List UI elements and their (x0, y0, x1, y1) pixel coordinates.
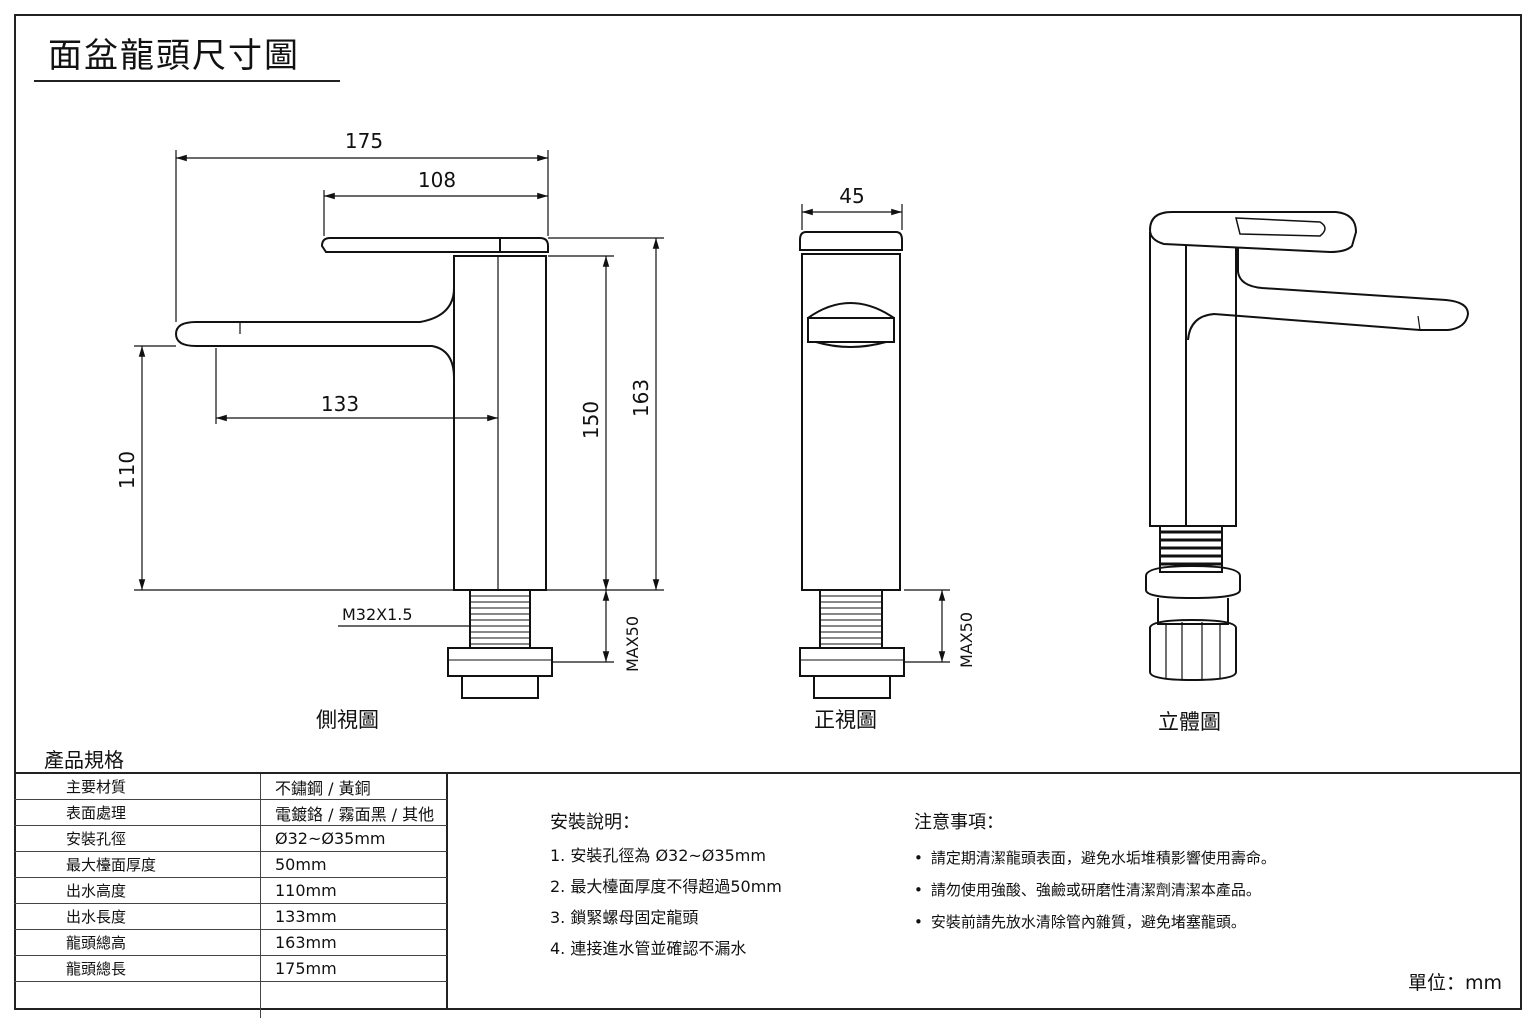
spec-label: 龍頭總長 (14, 955, 261, 982)
install-steps: 1. 安裝孔徑為 Ø32~Ø35mm 2. 最大檯面厚度不得超過50mm 3. … (550, 846, 782, 970)
list-item: 2. 最大檯面厚度不得超過50mm (550, 877, 782, 896)
spec-value: 50mm (260, 851, 447, 878)
list-item: 安裝前請先放水清除管內雜質，避免堵塞龍頭。 (914, 912, 1276, 944)
spec-value: 133mm (260, 903, 447, 930)
spec-label: 主要材質 (14, 774, 261, 800)
list-item: 請勿使用強酸、強鹼或研磨性清潔劑清潔本產品。 (914, 880, 1276, 912)
dim-body-height: 150 (579, 401, 603, 439)
list-item: 1. 安裝孔徑為 Ø32~Ø35mm (550, 846, 766, 865)
spec-heading: 產品規格 (44, 748, 124, 772)
side-dimensions (134, 150, 664, 663)
spec-value: 175mm (260, 955, 447, 982)
spec-value: 163mm (260, 929, 447, 956)
dim-total-height: 163 (629, 379, 653, 417)
page-title: 面盆龍頭尺寸圖 (48, 36, 300, 76)
side-view-label: 側視圖 (316, 708, 379, 732)
spec-label: 出水高度 (14, 877, 261, 904)
table-row (14, 981, 447, 1018)
front-dimensions (801, 204, 950, 663)
dim-total-length: 175 (345, 129, 383, 153)
dim-front-width: 45 (839, 184, 864, 208)
table-row: 主要材質不鏽鋼 / 黃銅 (14, 774, 447, 800)
dim-thread: M32X1.5 (342, 605, 413, 624)
spec-value: 不鏽鋼 / 黃銅 (260, 774, 447, 800)
list-item: 3. 鎖緊螺母固定龍頭 (550, 908, 699, 927)
front-view (799, 231, 905, 699)
spec-value: 電鍍鉻 / 霧面黑 / 其他 (260, 799, 447, 826)
spec-divider (14, 772, 1522, 774)
title-underline (34, 80, 340, 82)
table-row: 表面處理電鍍鉻 / 霧面黑 / 其他 (14, 799, 447, 826)
unit-label: 單位：mm (1407, 972, 1502, 994)
spec-label: 最大檯面厚度 (14, 851, 261, 878)
front-view-label: 正視圖 (814, 708, 877, 732)
spec-value: Ø32~Ø35mm (260, 825, 447, 852)
dim-max-counter-side: MAX50 (623, 616, 642, 672)
spec-label: 龍頭總高 (14, 929, 261, 956)
spec-label: 表面處理 (14, 799, 261, 826)
spec-value: 110mm (260, 877, 447, 904)
dim-spout-reach: 133 (321, 392, 359, 416)
spec-label: 安裝孔徑 (14, 825, 261, 852)
list-item: 請定期清潔龍頭表面，避免水垢堆積影響使用壽命。 (914, 848, 1276, 880)
notes-title: 注意事項： (914, 812, 1004, 833)
spec-column-divider (446, 773, 448, 1010)
dim-max-counter-front: MAX50 (957, 612, 976, 668)
drawing-frame (14, 14, 1522, 1010)
list-item: 4. 連接進水管並確認不漏水 (550, 939, 747, 958)
dim-spout-height: 110 (115, 451, 139, 489)
side-view (174, 237, 553, 699)
notes-list: 請定期清潔龍頭表面，避免水垢堆積影響使用壽命。 請勿使用強酸、強鹼或研磨性清潔劑… (914, 848, 1276, 944)
install-title: 安裝說明： (550, 812, 640, 833)
spec-label: 出水長度 (14, 903, 261, 930)
dim-handle-length: 108 (418, 168, 456, 192)
iso-view (1145, 211, 1470, 682)
iso-view-label: 立體圖 (1158, 710, 1221, 734)
